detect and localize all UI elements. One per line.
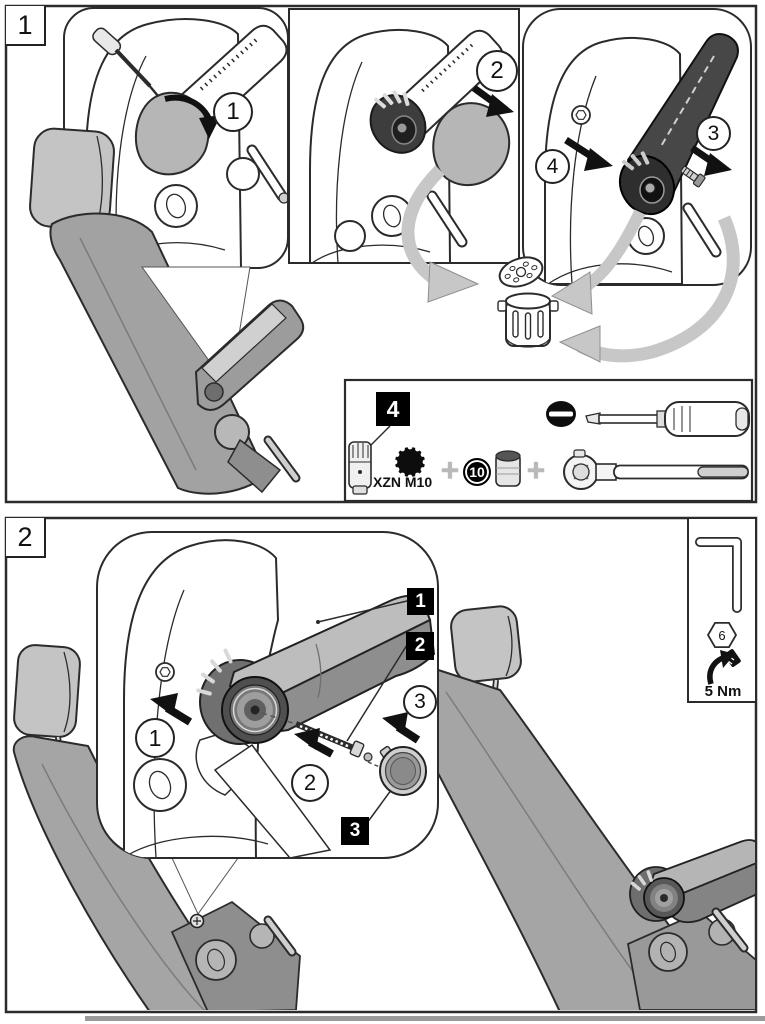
- flow-arrow-left: [401, 165, 445, 286]
- part-badge-armrest: 1: [407, 588, 434, 615]
- plus-icon: +: [440, 451, 460, 488]
- step-badge-fit-cap: 3: [403, 685, 437, 719]
- ratchet-icon: [563, 449, 749, 490]
- step-badge-remove-cover: 2: [476, 50, 518, 92]
- bolt-part: [261, 712, 373, 762]
- scene-remove-armrest: [544, 33, 739, 285]
- armrest-part-scene3: [618, 33, 739, 216]
- leader-part2: [346, 644, 408, 742]
- socket-size-badge: 10: [463, 458, 491, 486]
- bit-label: XZN M10: [373, 474, 433, 490]
- arrow-step2-icon: [471, 85, 514, 117]
- slotted-profile-icon: [546, 401, 576, 427]
- arrow-install-1-icon: [150, 693, 193, 726]
- seat-overview-panel1: [29, 127, 305, 495]
- torque-label: 5 Nm: [704, 682, 742, 700]
- step-badge-pry-cap: 1: [213, 92, 253, 132]
- cover-part-scene2: [432, 102, 511, 187]
- install-scene: [123, 539, 436, 858]
- part-badge-cap: 3: [341, 817, 369, 845]
- cap-part-scene1: [134, 91, 210, 176]
- panel2-content: [12, 519, 755, 1010]
- headrest: [450, 605, 522, 683]
- torque-icon: [707, 649, 741, 685]
- screwdriver-icon: [92, 27, 159, 97]
- right-seat: [398, 605, 755, 1010]
- step-badge-slide-on: 1: [135, 718, 175, 758]
- headrest: [13, 644, 81, 738]
- step-badge-remove-bolt: 3: [696, 116, 731, 151]
- scan-shadow: [85, 1016, 765, 1021]
- cap-part: [379, 745, 427, 796]
- xzn-bit-icon: [348, 441, 372, 495]
- arrow-install-3-icon: [382, 712, 421, 744]
- spline-profile-icon: [392, 444, 428, 480]
- part-badge-bolt: 2: [406, 632, 434, 660]
- bolt-removed-icon: [680, 165, 706, 188]
- armrest-pivot-ribbed: [369, 90, 427, 154]
- cage-nut-part: [497, 292, 559, 348]
- flow-arrow-right: [577, 215, 740, 363]
- washer-part: [498, 256, 544, 288]
- socket-icon: [495, 450, 521, 487]
- leader-part1: [317, 600, 408, 623]
- arrow-step3-icon: [690, 145, 732, 176]
- cap-axis-dashed: [367, 761, 383, 769]
- panel-2-label: 2: [6, 518, 46, 558]
- step-badge-remove-armrest: 4: [535, 149, 570, 184]
- removal-flow: [401, 165, 740, 363]
- arrow-step4-icon: [564, 137, 613, 171]
- tool-callout-badge: 4: [376, 392, 410, 426]
- weld-nut-icon: [571, 105, 591, 125]
- weld-nut-icon: [155, 662, 175, 682]
- plus-icon: +: [526, 451, 546, 488]
- panel-1-label: 1: [6, 6, 46, 46]
- left-seat: [12, 644, 301, 1010]
- tools-box: [343, 378, 754, 503]
- installed-armrest: [629, 839, 755, 924]
- hex-size-icon: [706, 622, 738, 648]
- seat-backrest: [49, 212, 268, 495]
- arrow-install-2-icon: [294, 728, 334, 758]
- flat-screwdriver-icon: [585, 401, 750, 437]
- hex-size-label: 6: [718, 627, 726, 643]
- hex-key-icon: [695, 537, 742, 613]
- fastening-sidebar: [687, 519, 755, 703]
- step-badge-insert-bolt: 2: [291, 764, 329, 802]
- armrest-on-seat: [194, 299, 305, 411]
